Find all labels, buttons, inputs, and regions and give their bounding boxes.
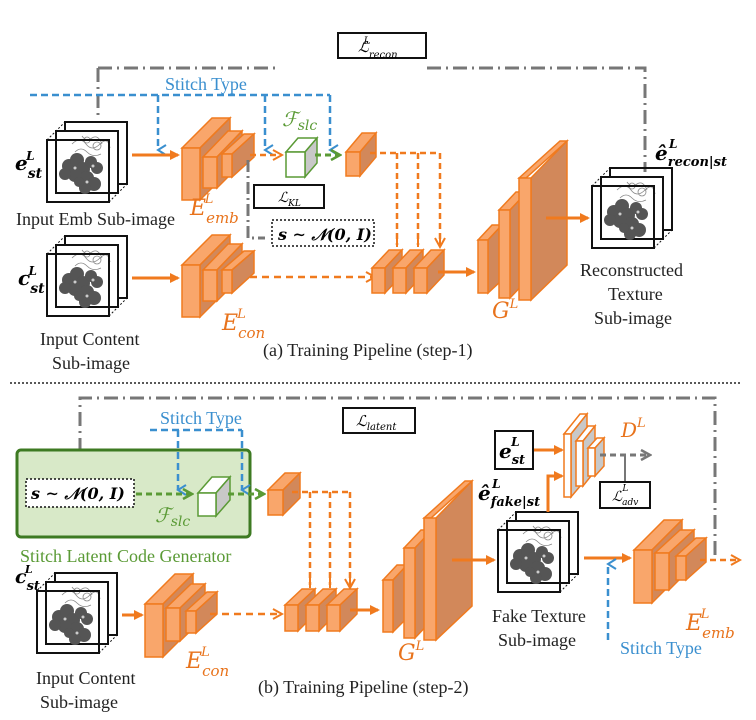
generator-a-label: GL — [492, 297, 518, 324]
f-slc-block-b — [196, 475, 232, 518]
caption-a: (a) Training Pipeline (step-1) — [263, 340, 472, 361]
encoder-emb-b — [632, 518, 708, 605]
discriminator-label: DL — [620, 416, 646, 442]
input-emb-symbol: estL — [15, 149, 43, 182]
encoder-con-a-label: EconL — [221, 307, 265, 342]
loss-kl-box: ℒKL — [253, 184, 325, 209]
adain-blocks-a — [370, 248, 446, 295]
fake-label-2: Sub-image — [498, 630, 576, 650]
f-slc-label-b: ℱslc — [155, 503, 190, 530]
svg-text:s ∼ 𝒩(0, I): s ∼ 𝒩(0, I) — [277, 225, 372, 244]
input-content-label-a-1: Input Content — [40, 329, 140, 349]
loss-adv-box: ℒadvL — [599, 481, 651, 509]
encoder-emb-b-label: EembL — [685, 607, 735, 642]
output-label-a-1: Reconstructed — [580, 260, 683, 280]
panel-b: ℒlatent Stitch Type Stitch Latent Code G… — [15, 396, 740, 712]
output-symbol-a: êrecon|stL — [655, 137, 727, 170]
f-slc-block-a — [284, 135, 319, 180]
loss-recon-box: ℒrecon L — [337, 32, 427, 61]
panel-a: ℒrecon L Stitch Type estL Input Emb Sub-i… — [15, 32, 727, 373]
input-content-label-b-1: Input Content — [36, 668, 136, 688]
loss-recon-superscript: L — [363, 36, 371, 47]
svg-text:ℒlatent: ℒlatent — [356, 412, 397, 433]
input-emb-label: Input Emb Sub-image — [16, 209, 175, 229]
loss-latent-box: ℒlatent — [342, 407, 416, 434]
adain-blocks-b — [283, 587, 359, 633]
encoder-emb-a — [180, 116, 256, 202]
fake-symbol: êfake|stL — [478, 477, 540, 510]
stitch-type-label-b-top: Stitch Type — [160, 408, 242, 428]
input-emb-cube — [46, 121, 128, 203]
output-label-a-3: Sub-image — [594, 308, 672, 328]
encoder-con-b-label: EconL — [185, 645, 229, 680]
latent-loss-path — [78, 396, 717, 555]
stitch-latent-code-generator-label: Stitch Latent Code Generator — [20, 546, 231, 566]
input-content-cube-b — [36, 572, 118, 654]
style-code-block-b — [266, 471, 302, 517]
svg-text:s ∼ 𝒩(0, I): s ∼ 𝒩(0, I) — [30, 484, 125, 503]
input-content-cube-a — [46, 235, 128, 317]
input-content-symbol-b: cstL — [15, 563, 40, 594]
noise-box-b: s ∼ 𝒩(0, I) — [25, 478, 135, 508]
fake-label-1: Fake Texture — [492, 606, 586, 626]
f-slc-label-a: ℱslc — [282, 107, 317, 134]
input-content-symbol-a: cstL — [18, 264, 45, 297]
style-code-block-a — [344, 130, 378, 179]
recon-loss-path — [96, 66, 647, 172]
reconstructed-cube — [591, 167, 673, 249]
svg-text:estL: estL — [499, 435, 525, 468]
generator-a — [476, 139, 569, 302]
loss-recon-subscript: recon — [369, 50, 398, 61]
fake-texture-cube — [497, 511, 579, 593]
generator-b-label: GL — [398, 639, 424, 666]
loss-recon-symbol: ℒ — [358, 38, 370, 56]
real-sample-box: estL — [494, 430, 534, 470]
discriminator — [562, 411, 606, 500]
encoder-con-a — [180, 233, 257, 319]
svg-text:ℒreconL: ℒrecon L — [358, 36, 398, 61]
input-content-label-a-2: Sub-image — [52, 353, 130, 373]
noise-box-a: s ∼ 𝒩(0, I) — [271, 219, 375, 247]
encoder-emb-a-label: EembL — [189, 192, 239, 227]
output-label-a-2: Texture — [608, 284, 663, 304]
svg-text:ℒadvL: ℒadvL — [612, 484, 638, 508]
svg-text:ℒKL: ℒKL — [278, 190, 301, 209]
stitch-type-label-b-bottom: Stitch Type — [620, 638, 702, 658]
encoder-con-b — [143, 572, 219, 659]
stitch-type-label-a: Stitch Type — [165, 74, 247, 94]
caption-b: (b) Training Pipeline (step-2) — [258, 677, 468, 698]
input-content-label-b-2: Sub-image — [40, 692, 118, 712]
